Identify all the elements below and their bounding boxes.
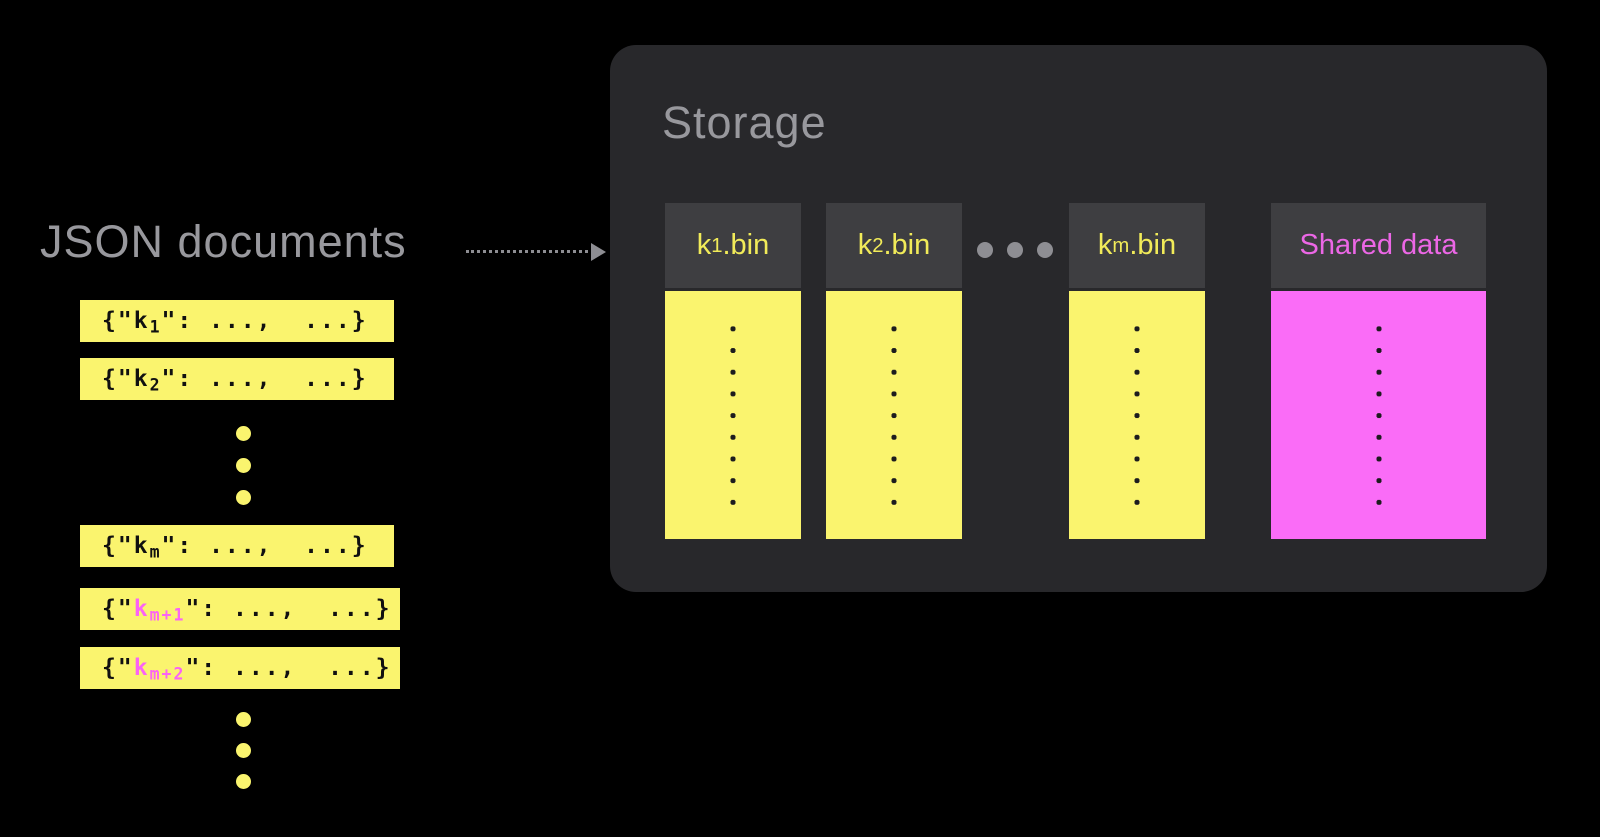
json-documents-label: JSON documents (40, 216, 407, 267)
arrow-head (591, 243, 606, 261)
record-dots-icon (730, 318, 736, 514)
ellipsis-dots-icon (236, 712, 251, 789)
shared-data-body (1271, 291, 1486, 539)
bin-body (1069, 291, 1205, 539)
json-document-bar-highlighted: {"km+1": ..., ...} (80, 588, 400, 630)
doc-code: {"k1": ..., ...} (102, 308, 368, 337)
record-dots-icon (1375, 318, 1382, 514)
ellipsis-dots-icon (977, 242, 1053, 258)
doc-code: {"km+2": ..., ...} (102, 655, 392, 684)
json-document-bar: {"k2": ..., ...} (80, 358, 394, 400)
json-document-bar-highlighted: {"km+2": ..., ...} (80, 647, 400, 689)
record-dots-icon (1134, 318, 1140, 514)
json-document-bar: {"km": ..., ...} (80, 525, 394, 567)
json-document-bar: {"k1": ..., ...} (80, 300, 394, 342)
ellipsis-dots-icon (236, 426, 251, 505)
arrow-icon (466, 243, 606, 261)
record-dots-icon (891, 318, 897, 514)
shared-data-column: Shared data (1271, 203, 1486, 539)
doc-code: {"km+1": ..., ...} (102, 596, 392, 625)
bin-body (826, 291, 962, 539)
doc-code: {"k2": ..., ...} (102, 366, 368, 395)
arrow-dotted-line (466, 250, 588, 253)
bin-body (665, 291, 801, 539)
doc-code: {"km": ..., ...} (102, 533, 368, 562)
storage-title: Storage (662, 97, 827, 148)
shared-data-header: Shared data (1271, 203, 1486, 288)
